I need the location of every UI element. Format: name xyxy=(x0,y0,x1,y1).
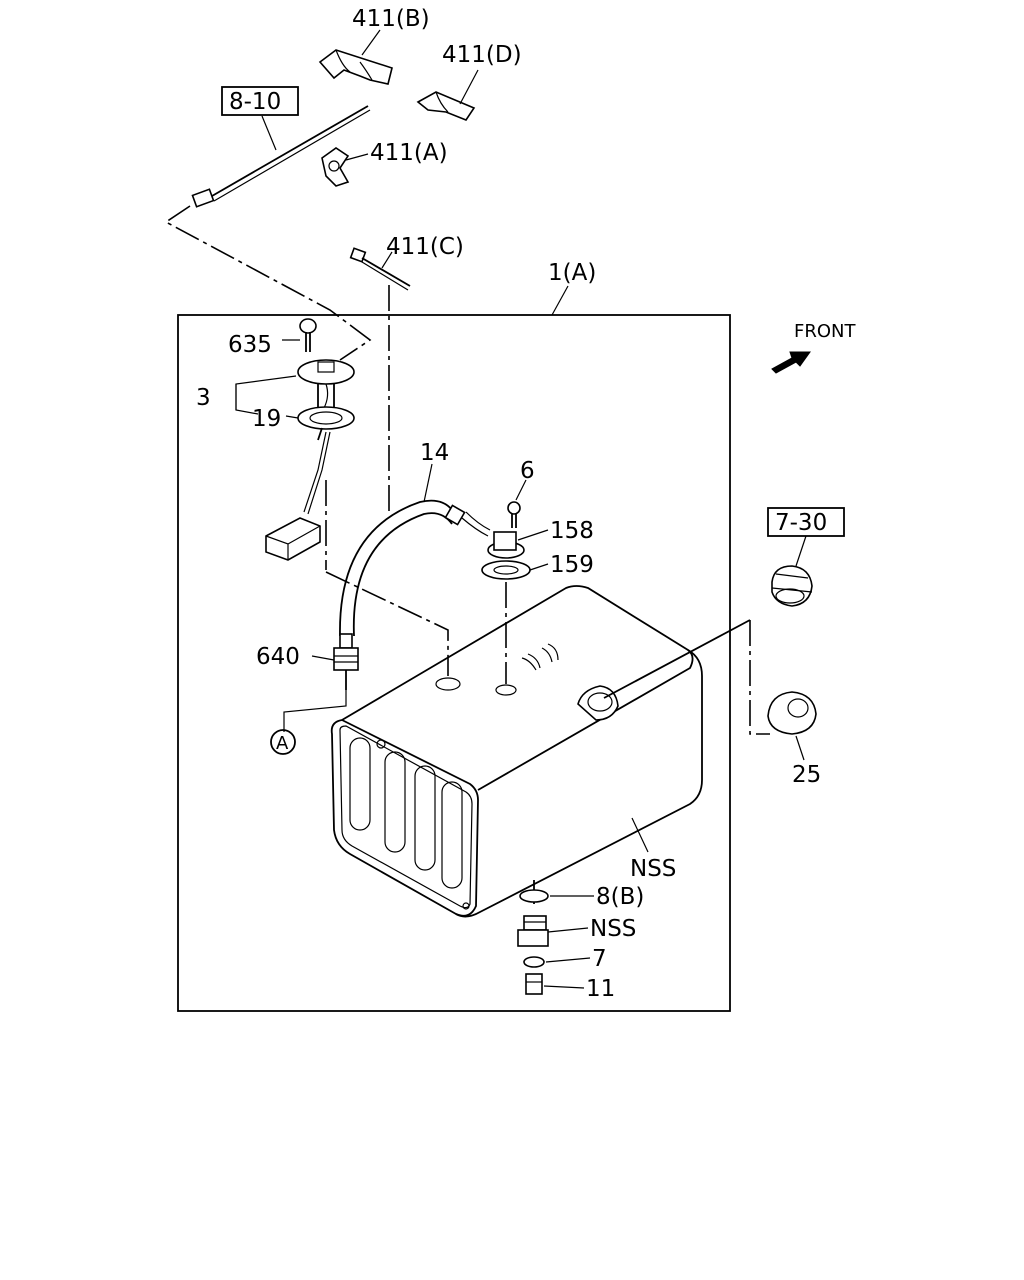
filler-ring-25[interactable] xyxy=(767,691,817,735)
wire-harness[interactable] xyxy=(191,105,371,208)
label-1a: 1(A) xyxy=(548,260,596,286)
label-nss-tank: NSS xyxy=(630,856,676,882)
drain-fitting-nss[interactable] xyxy=(517,915,549,947)
label-159: 159 xyxy=(550,552,594,578)
clip-411d[interactable] xyxy=(416,91,476,121)
label-11: 11 xyxy=(586,976,615,1002)
leader-411b xyxy=(361,29,381,56)
washer-7[interactable] xyxy=(523,956,545,968)
leader-nss-tank xyxy=(631,817,649,853)
leader-158 xyxy=(517,529,549,541)
float-arm[interactable] xyxy=(265,431,331,561)
leader-25 xyxy=(795,735,805,761)
filler-route-line xyxy=(603,619,751,699)
label-411b: 411(B) xyxy=(352,6,430,32)
ref-box-8-10 xyxy=(221,86,299,116)
label-19: 19 xyxy=(252,406,281,432)
label-6: 6 xyxy=(520,458,535,484)
leader-7 xyxy=(545,957,591,963)
leader-nss-drain xyxy=(547,927,589,933)
leader-7-30 xyxy=(795,535,807,567)
label-nss-drain: NSS xyxy=(590,916,636,942)
front-label: FRONT xyxy=(794,321,856,342)
hose-route-line xyxy=(325,571,449,676)
leader-411a xyxy=(345,153,369,161)
gasket-19[interactable] xyxy=(297,406,355,441)
leader-19 xyxy=(285,415,299,419)
label-7: 7 xyxy=(592,946,607,972)
label-411c: 411(C) xyxy=(386,234,464,260)
leader-640 xyxy=(311,655,335,661)
filler-ring-route xyxy=(749,620,770,735)
cable-tie-411c[interactable] xyxy=(349,247,411,291)
label-25: 25 xyxy=(792,762,821,788)
screw-635[interactable] xyxy=(299,318,317,352)
label-7-30: 7-30 xyxy=(775,510,827,536)
clip-411a[interactable] xyxy=(321,147,350,187)
leader-8-10 xyxy=(261,115,277,151)
front-arrow-icon xyxy=(771,351,811,374)
drain-plug-11[interactable] xyxy=(525,973,543,995)
harness-route-line xyxy=(164,205,372,361)
label-8-10: 8-10 xyxy=(229,89,281,115)
leader-1a xyxy=(551,285,569,316)
leader-6 xyxy=(515,479,527,501)
ref-a-circle xyxy=(270,729,296,755)
ref-a-label: A xyxy=(276,733,289,754)
label-640: 640 xyxy=(256,644,300,670)
hose-14[interactable] xyxy=(339,499,466,637)
fuel-sender-unit-3[interactable] xyxy=(297,359,355,410)
vent-valve-158[interactable] xyxy=(461,511,525,559)
gasket-159[interactable] xyxy=(481,560,531,580)
label-411a: 411(A) xyxy=(370,140,448,166)
screw-6[interactable] xyxy=(507,501,521,528)
leader-14 xyxy=(423,463,433,503)
label-3: 3 xyxy=(196,385,211,411)
ref-a-line xyxy=(283,690,347,732)
assembly-frame xyxy=(177,314,731,1012)
fuel-cap[interactable] xyxy=(771,565,813,607)
label-158: 158 xyxy=(550,518,594,544)
leader-11 xyxy=(543,985,585,989)
washer-8b[interactable] xyxy=(519,889,549,903)
clip-411b[interactable] xyxy=(318,49,393,85)
leader-411c xyxy=(381,251,393,269)
label-635: 635 xyxy=(228,332,272,358)
label-14: 14 xyxy=(420,440,449,466)
label-8b: 8(B) xyxy=(596,884,644,910)
connector-640[interactable] xyxy=(333,633,359,690)
leader-411d xyxy=(459,69,479,105)
label-411d: 411(D) xyxy=(442,42,522,68)
leader-159 xyxy=(529,563,549,571)
